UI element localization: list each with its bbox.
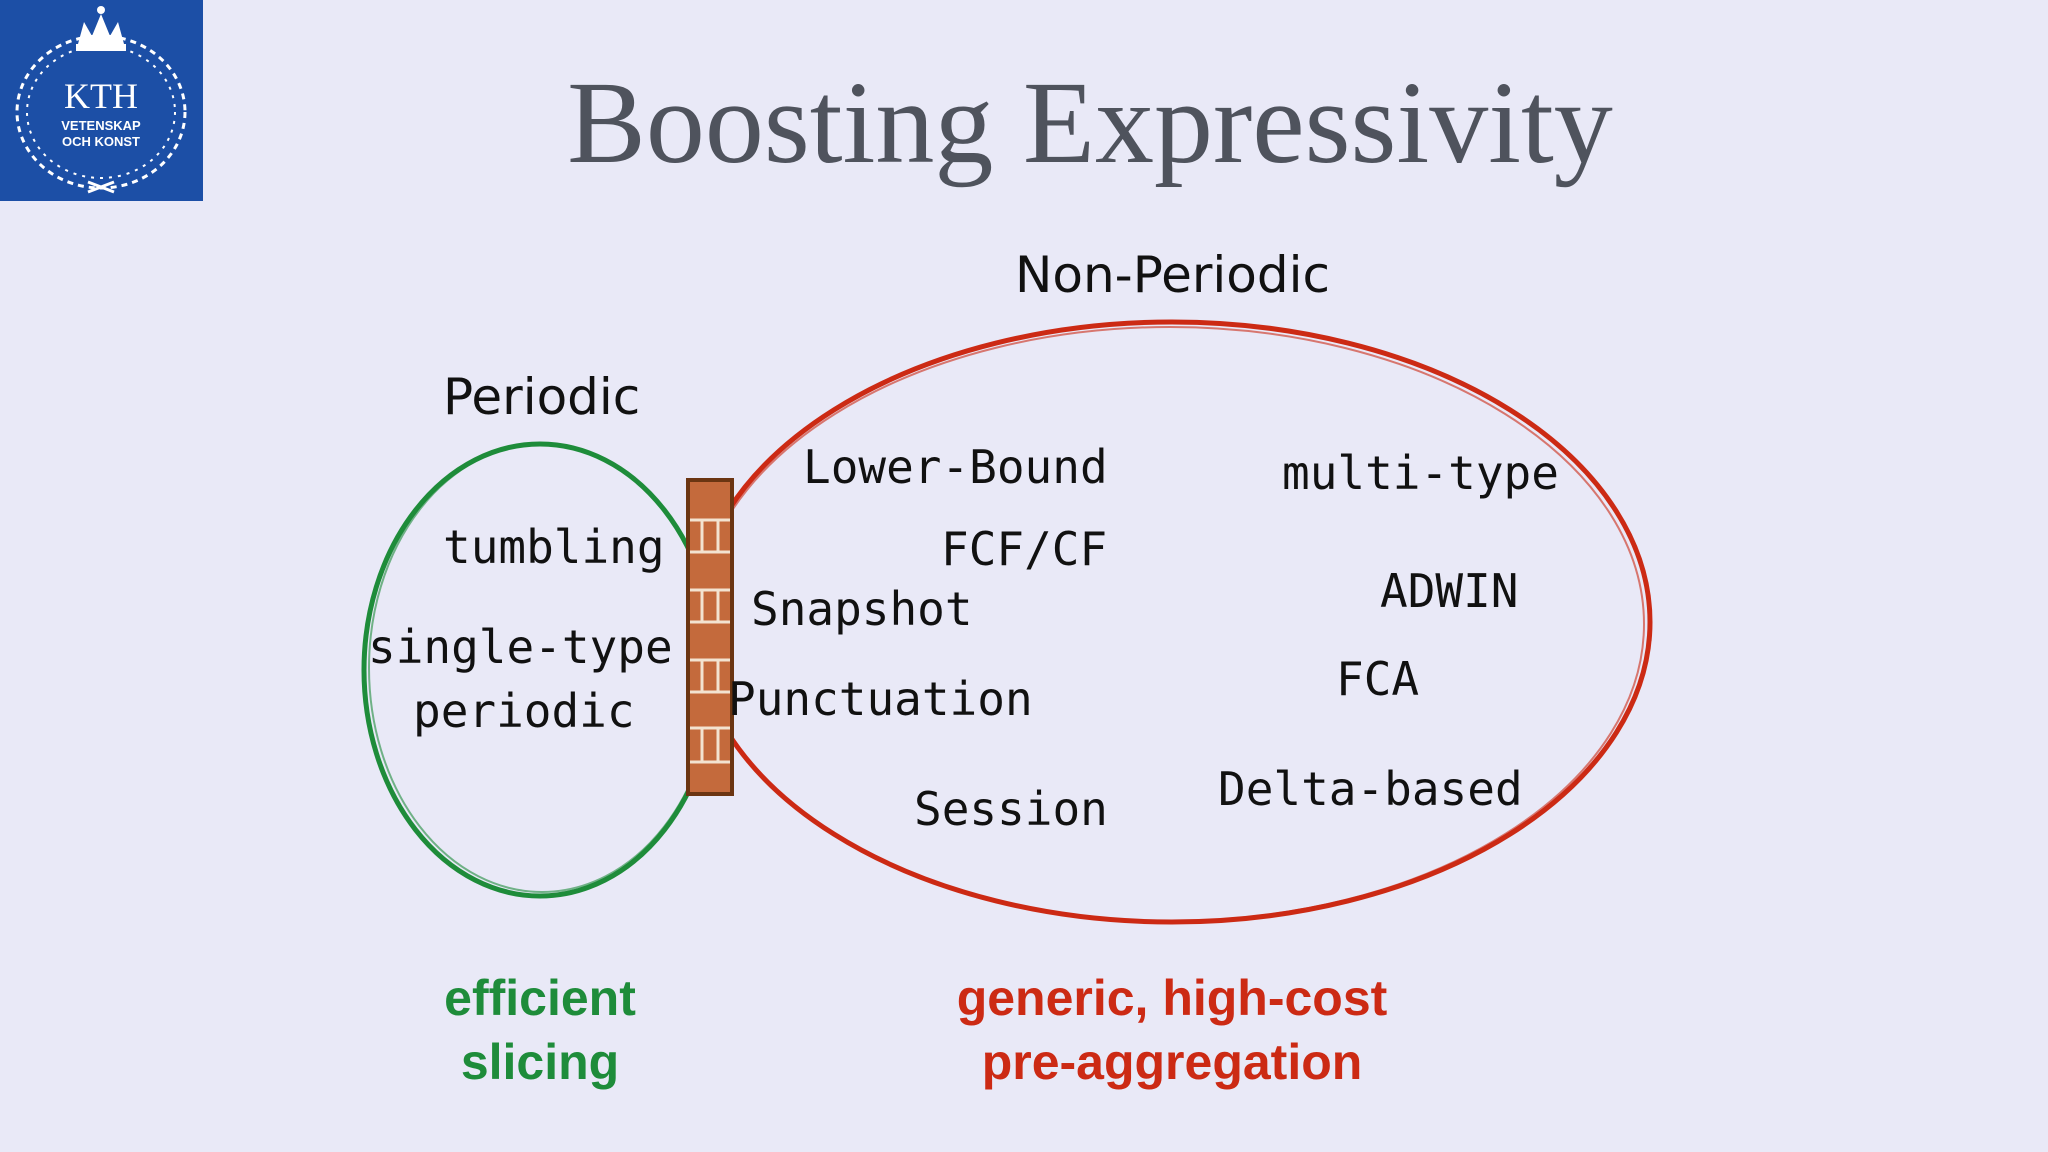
periodic-item-periodic: periodic [413,684,635,738]
non-periodic-caption-line-2: pre-aggregation [981,1034,1363,1090]
non-periodic-item-snapshot: Snapshot [751,582,973,636]
logo-line-1: VETENSKAP [61,118,141,133]
periodic-item-tumbling: tumbling [443,520,665,574]
non-periodic-item-fcf-cf: FCF/CF [941,522,1108,576]
brick-wall-icon [686,478,734,796]
non-periodic-item-delta-based: Delta-based [1218,762,1523,816]
logo-line-2: OCH KONST [62,134,140,149]
logo-name: KTH [64,76,138,116]
non-periodic-item-multi-type: multi-type [1282,446,1559,500]
non-periodic-caption: generic, high-cost pre-aggregation [902,966,1442,1094]
slide-title: Boosting Expressivity [567,57,1613,188]
periodic-caption: efficient slicing [390,966,690,1094]
periodic-caption-line-2: slicing [460,1034,620,1090]
non-periodic-item-fca: FCA [1336,652,1420,706]
kth-logo: KTH VETENSKAP OCH KONST [0,0,203,201]
non-periodic-heading: Non-Periodic [1015,246,1331,304]
periodic-item-single-type: single-type [368,620,673,674]
crown-wreath-icon: KTH VETENSKAP OCH KONST [15,6,187,194]
non-periodic-item-adwin: ADWIN [1380,564,1519,618]
non-periodic-caption-line-1: generic, high-cost [956,970,1388,1026]
non-periodic-item-lower-bound: Lower-Bound [803,440,1108,494]
non-periodic-item-punctuation: Punctuation [728,672,1033,726]
non-periodic-item-session: Session [914,782,1108,836]
periodic-heading: Periodic [443,368,641,426]
periodic-caption-line-1: efficient [444,970,636,1026]
